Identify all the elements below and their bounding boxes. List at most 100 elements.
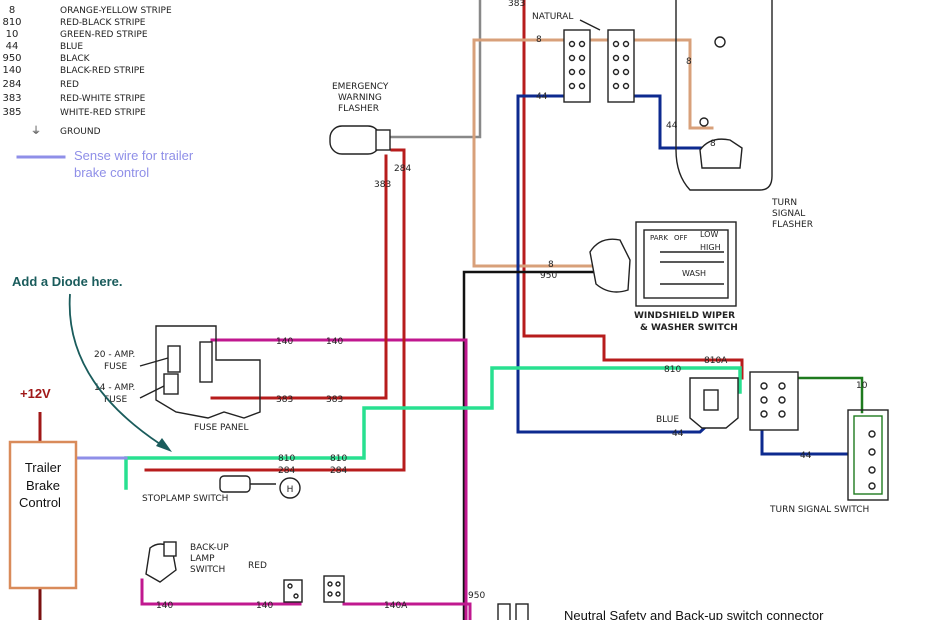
- backup-lamp-switch: BACK-UP LAMP SWITCH RED: [145, 541, 345, 603]
- sense-wire-note: Sense wire for trailer: [74, 148, 194, 163]
- legend-code: 284: [2, 79, 21, 90]
- legend: 8 ORANGE-YELLOW STRIPE 810 RED-BLACK STR…: [2, 5, 193, 180]
- trailer-brake-label: Brake: [26, 478, 60, 493]
- legend-desc: ORANGE-YELLOW STRIPE: [60, 6, 172, 16]
- stoplamp-switch: H STOPLAMP SWITCH: [142, 475, 301, 504]
- stoplamp-label: STOPLAMP SWITCH: [142, 494, 228, 504]
- connector-right: [607, 29, 635, 103]
- blue-label: BLUE: [656, 415, 679, 425]
- wire-labels: 383 8 44 8 44 8 284 383 8 950 140 140 38…: [156, 0, 868, 611]
- wire-label: 8: [548, 260, 554, 270]
- turn-flasher-label: FLASHER: [772, 220, 813, 230]
- legend-code: 383: [2, 93, 21, 104]
- annotations: Add a Diode here. +12V Trailer Brake Con…: [8, 274, 172, 590]
- legend-code: 950: [2, 53, 21, 64]
- fuse-panel-label: FUSE PANEL: [194, 423, 248, 433]
- wire-pink-140a: [342, 602, 472, 620]
- wiper-wash-label: WASH: [682, 269, 706, 278]
- wire-label: 140: [256, 601, 273, 611]
- trailer-brake-control: [8, 440, 78, 590]
- legend-ground-label: GROUND: [60, 127, 101, 137]
- wire-label: 950: [540, 271, 557, 281]
- wire-label: 44: [800, 451, 812, 461]
- legend-code: 810: [2, 17, 21, 28]
- wire-label: 383: [374, 180, 391, 190]
- flasher-unit: [699, 138, 743, 169]
- wire-green-810: [124, 366, 742, 490]
- fuse-14-amp: [199, 341, 213, 383]
- wire-label: 8: [686, 57, 692, 67]
- legend-desc: BLACK: [60, 54, 91, 64]
- legend-code: 385: [2, 107, 21, 118]
- wire-label: 383: [326, 395, 343, 405]
- wire-label: 810: [664, 365, 681, 375]
- backup-connector: [283, 579, 303, 603]
- sense-wire-note: brake control: [74, 165, 149, 180]
- flasher-housing: [675, 0, 773, 191]
- wire-gray-flasher: [383, 0, 482, 139]
- connector-left: [563, 29, 591, 103]
- stoplamp-h-terminal: [279, 477, 301, 499]
- stoplamp-h-label: H: [287, 485, 294, 495]
- backup-plug: [323, 575, 345, 603]
- wire-label: 284: [278, 466, 295, 476]
- emergency-flasher-label: EMERGENCY: [332, 82, 389, 92]
- wire-label: 8: [536, 35, 542, 45]
- wire-label: 44: [536, 92, 548, 102]
- diode-note: Add a Diode here.: [12, 274, 123, 289]
- legend-desc: BLACK-RED STRIPE: [60, 66, 145, 76]
- turn-switch-label: TURN SIGNAL SWITCH: [769, 505, 869, 515]
- wiper-switch: PARK OFF LOW HIGH WASH WINDSHIELD WIPER …: [589, 221, 738, 333]
- ground-icon: ⏚: [31, 125, 41, 137]
- wire-label: 140: [156, 601, 173, 611]
- wire-label: 10: [856, 381, 868, 391]
- turn-connector: [749, 371, 799, 431]
- trailer-brake-label: Control: [19, 495, 61, 510]
- emergency-flasher-label: WARNING: [338, 93, 382, 103]
- stoplamp-switch-body: [219, 475, 251, 493]
- turn-flasher-label: TURN: [771, 198, 797, 208]
- wire-red-284: [144, 148, 406, 472]
- backup-red-label: RED: [248, 561, 267, 571]
- connector-block: NATURAL: [532, 12, 635, 103]
- fuse-14-label: 14 - AMP.: [94, 383, 135, 393]
- wire-pink-140: [210, 338, 468, 620]
- blue-connector: [689, 377, 739, 429]
- wiper-switch-label: & WASHER SWITCH: [640, 323, 738, 333]
- wire-label: 8: [710, 139, 716, 149]
- wiper-switch-label: WINDSHIELD WIPER: [634, 311, 735, 321]
- wiper-switch-diagram: [635, 221, 737, 307]
- wiper-high-label: HIGH: [700, 243, 721, 252]
- fuse-14-label: FUSE: [104, 395, 127, 405]
- legend-desc: RED: [60, 80, 79, 90]
- wire-label: 950: [468, 591, 485, 601]
- wires: [38, 0, 864, 620]
- backup-label: SWITCH: [190, 565, 225, 575]
- wire-label: 383: [276, 395, 293, 405]
- turn-signal-flasher: TURN SIGNAL FLASHER: [675, 0, 813, 230]
- legend-desc: BLUE: [60, 42, 83, 52]
- wire-blue-44-right: [628, 94, 712, 150]
- wire-label: 140: [326, 337, 343, 347]
- legend-desc: WHITE-RED STRIPE: [60, 108, 146, 118]
- wiper-park-label: PARK: [650, 234, 668, 242]
- turn-signal-assembly: BLUE TURN SIGNAL SWITCH: [656, 371, 889, 515]
- fuse-20-label: 20 - AMP.: [94, 350, 135, 360]
- wire-label: 383: [508, 0, 525, 9]
- backup-label: LAMP: [190, 554, 215, 564]
- wiper-switch-body: [589, 238, 631, 293]
- legend-desc: RED-BLACK STRIPE: [60, 18, 146, 28]
- fuse-panel-outline: [155, 325, 261, 419]
- flasher-can: [329, 125, 381, 155]
- legend-code: 140: [2, 65, 21, 76]
- wire-label: 140A: [384, 601, 408, 611]
- neutral-safety-connector: Neutral Safety and Back-up switch connec…: [497, 603, 824, 620]
- wire-label: 44: [666, 121, 678, 131]
- fuse-20-amp: [167, 345, 181, 373]
- wire-label: 810: [330, 454, 347, 464]
- turn-flasher-label: SIGNAL: [772, 209, 805, 219]
- legend-desc: GREEN-RED STRIPE: [60, 30, 148, 40]
- legend-code: 8: [9, 5, 15, 16]
